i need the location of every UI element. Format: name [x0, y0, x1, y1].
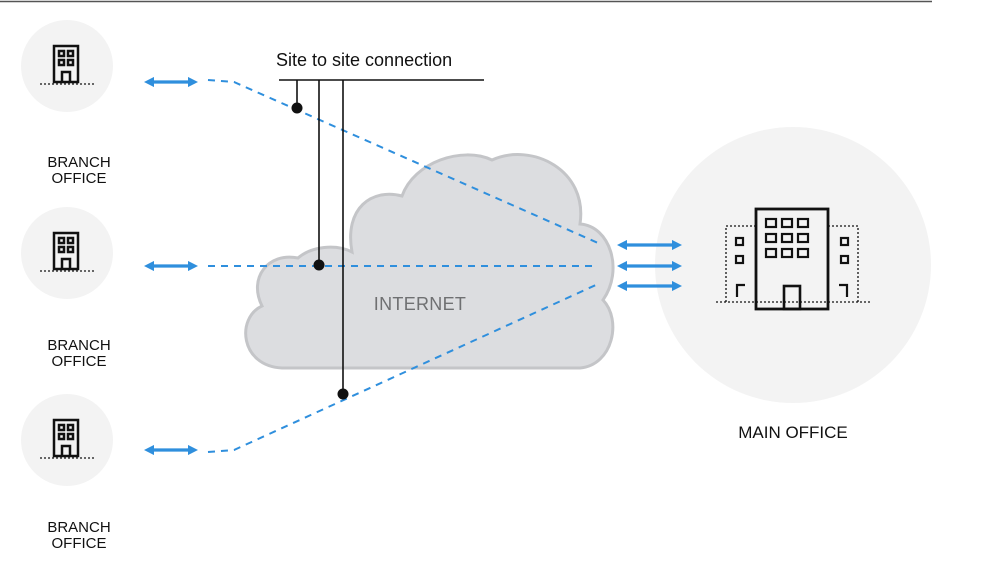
cloud-icon	[244, 153, 615, 370]
site-to-site-label: Site to site connection	[276, 50, 453, 70]
building-icon	[40, 44, 95, 85]
connection-dot	[291, 102, 303, 114]
tunnel-branch-1	[207, 79, 599, 244]
connection-dot	[337, 388, 349, 400]
building-icon	[40, 231, 95, 272]
building-icon	[40, 418, 95, 459]
main-office-label: MAIN OFFICE	[738, 423, 848, 442]
office-complex-icon	[716, 207, 872, 311]
vpn-tunnels	[207, 79, 599, 453]
connection-callout	[279, 79, 484, 394]
internet-label: INTERNET	[373, 294, 467, 314]
connection-dot	[313, 259, 325, 271]
main-office-circle	[655, 127, 931, 403]
tunnel-branch-3	[207, 283, 599, 453]
